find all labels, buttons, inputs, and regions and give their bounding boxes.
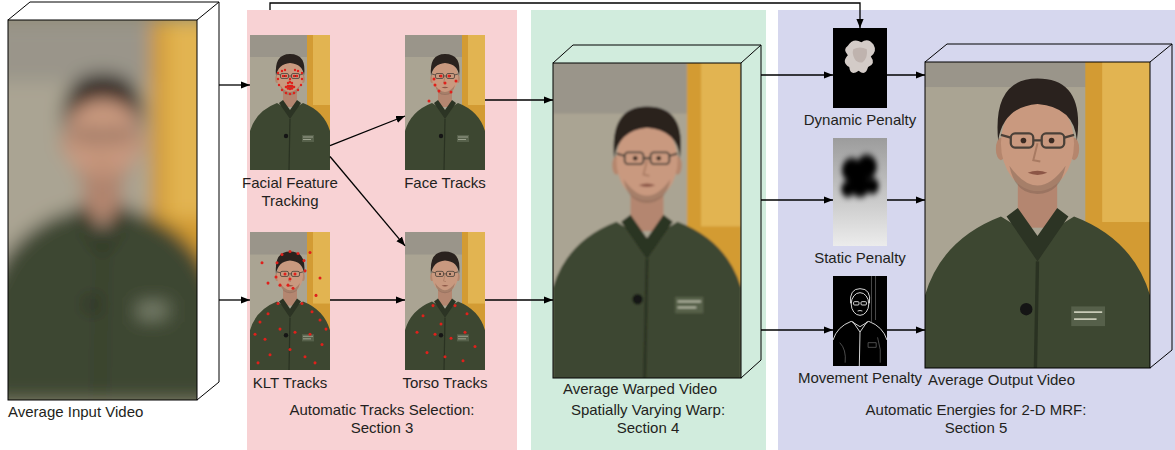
penalty-map: [833, 28, 887, 108]
video-volume-outline: [553, 45, 761, 378]
caption-text: Average Output Video: [928, 371, 1075, 389]
caption-text: KLT Tracks: [253, 374, 327, 392]
image-panel: Facial Feature Tracking: [250, 35, 330, 170]
image-panel: KLT Tracks: [250, 232, 330, 370]
caption-text: Movement Penalty: [798, 369, 922, 387]
track-points: [416, 304, 477, 362]
flow-arrow: [761, 74, 833, 75]
flow-arrow: [485, 99, 553, 100]
caption-text: Dynamic Penalty: [804, 111, 917, 129]
tracking-frame: [405, 232, 485, 370]
section-band: Automatic Tracks Selection: Section 3 Fac…: [247, 10, 517, 450]
caption-text: Average Input Video: [8, 403, 143, 421]
penalty-panel: Dynamic Penalty: [833, 28, 887, 108]
section-band: Automatic Energies for 2-D MRF: Section …: [778, 10, 1175, 450]
section-band-fill: [778, 10, 1175, 450]
flow-arrow: [330, 116, 405, 146]
video-volume: Average Input Video: [8, 2, 219, 400]
caption-text: Face Tracks: [404, 174, 486, 192]
caption-text: Average Warped Video: [563, 380, 717, 398]
flow-arrow: [887, 329, 925, 330]
caption-text: Torso Tracks: [402, 374, 487, 392]
caption-text: Facial Feature Tracking: [235, 174, 345, 210]
caption-text: Automatic Energies for 2-D MRF: Section …: [851, 401, 1101, 437]
flow-arrow: [219, 84, 250, 85]
flow-arrow: [485, 299, 553, 300]
flow-arrow: [270, 3, 860, 28]
flow-arrow: [761, 199, 833, 200]
penalty-panel: Movement Penalty: [833, 276, 887, 366]
flow-arrow: [330, 299, 405, 300]
flow-arrow: [330, 157, 405, 246]
tracking-frame: [250, 35, 330, 170]
video-volume-outline: [8, 2, 219, 400]
section-band-fill: [247, 10, 517, 450]
tracking-frame: [250, 232, 330, 370]
blurred-frame: [0, 0, 384, 450]
section-band-fill: [531, 10, 766, 450]
video-volume-outline: [925, 44, 1172, 368]
track-points: [277, 69, 303, 95]
penalty-map: [833, 276, 887, 366]
track-points: [428, 75, 458, 103]
video-volume: Average Output Video: [925, 44, 1172, 368]
penalty-panel: Static Penalty: [833, 138, 887, 246]
image-panel: Torso Tracks: [405, 232, 485, 370]
section-band: Spatially Varying Warp: Section 4 Average…: [531, 10, 766, 450]
flow-arrow: [887, 199, 925, 200]
caption-text: Static Penalty: [814, 249, 906, 267]
video-volume: Average Warped Video: [553, 45, 761, 378]
tracking-frame: [405, 35, 485, 170]
flow-arrow: [761, 329, 833, 330]
caption-text: Spatially Varying Warp: Section 4: [561, 401, 736, 437]
flow-arrow: [887, 74, 925, 75]
output-frame: [925, 25, 1150, 405]
penalty-map: [833, 138, 887, 246]
track-points: [254, 250, 328, 364]
flow-arrow: [219, 299, 250, 300]
image-panel: Face Tracks: [405, 35, 485, 170]
caption-text: Automatic Tracks Selection: Section 3: [275, 401, 490, 437]
warped-frame: [506, 38, 788, 402]
